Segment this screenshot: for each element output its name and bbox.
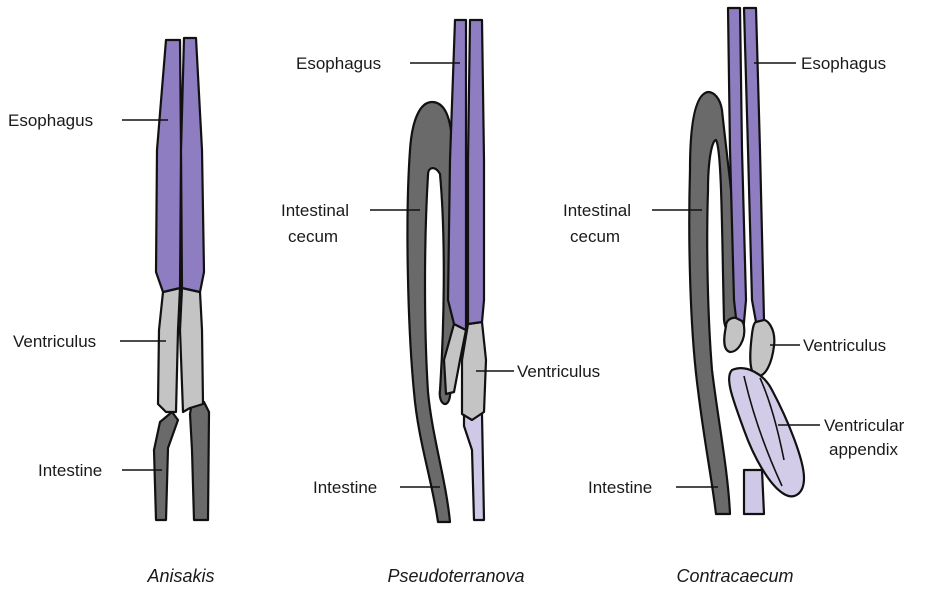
pseudoterranova-esophagus-label: Esophagus — [296, 54, 381, 73]
contracaecum-ventriculus-label: Ventriculus — [803, 336, 886, 355]
pseudoterranova-cecum-label-2: cecum — [288, 227, 338, 246]
contracaecum-intestine-pale — [744, 470, 764, 514]
pseudoterranova-genus-label: Pseudoterranova — [387, 566, 524, 586]
contracaecum-cecum-label-1: Intestinal — [563, 201, 631, 220]
anisakis-ventriculus-right — [180, 288, 203, 412]
anisakis-intestine-label: Intestine — [38, 461, 102, 480]
contracaecum-cecum-tip — [724, 318, 744, 352]
contracaecum-ventriculus — [750, 319, 774, 376]
anisakis-esophagus-left — [156, 40, 181, 292]
contracaecum-genus-label: Contracaecum — [676, 566, 793, 586]
pseudoterranova-ventriculus-label: Ventriculus — [517, 362, 600, 381]
contracaecum-esophagus-label: Esophagus — [801, 54, 886, 73]
contracaecum-esophagus-right — [744, 8, 764, 322]
pseudoterranova-intestine-pale — [464, 414, 484, 520]
contracaecum-diagram: Esophagus Intestinal cecum Ventriculus V… — [563, 8, 905, 586]
anisakis-intestine-left — [154, 412, 178, 520]
contracaecum-appendix-label-1: Ventricular — [824, 416, 905, 435]
anisakis-intestine-right — [190, 402, 209, 520]
anisakis-ventriculus-label: Ventriculus — [13, 332, 96, 351]
pseudoterranova-intestine-label: Intestine — [313, 478, 377, 497]
contracaecum-intestine-label: Intestine — [588, 478, 652, 497]
contracaecum-appendix-label-2: appendix — [829, 440, 899, 459]
pseudoterranova-esophagus-left — [448, 20, 466, 330]
pseudoterranova-esophagus-right — [468, 20, 484, 324]
pseudoterranova-intestinal-cecum — [407, 102, 455, 522]
pseudoterranova-diagram: Esophagus Intestinal cecum Ventriculus I… — [281, 20, 600, 586]
anisakis-diagram: Esophagus Ventriculus Intestine Anisakis — [8, 38, 215, 586]
contracaecum-cecum-label-2: cecum — [570, 227, 620, 246]
anisakis-esophagus-label: Esophagus — [8, 111, 93, 130]
anisakis-ventriculus-left — [158, 288, 180, 412]
anisakis-genus-label: Anisakis — [146, 566, 214, 586]
pseudoterranova-cecum-label-1: Intestinal — [281, 201, 349, 220]
contracaecum-ventricular-appendix — [729, 368, 804, 496]
anisakis-esophagus-right — [181, 38, 204, 292]
